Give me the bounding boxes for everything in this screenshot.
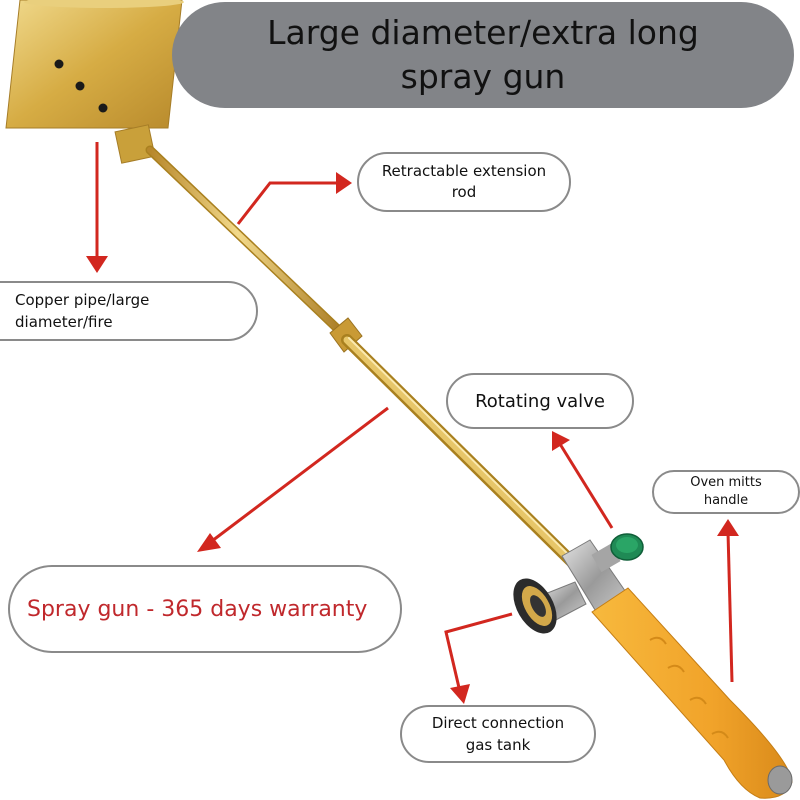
oven-mitts-handle [591,587,793,799]
arrow-icon [717,519,739,683]
callout-rotating-valve: Rotating valve [446,373,634,429]
arrow-icon [197,406,389,552]
gas-connector [513,578,587,634]
callout-copper-pipe: Copper pipe/large diameter/fire [0,281,258,341]
arrow-icon [444,612,513,704]
callout-text: handle [703,493,749,508]
arrow-icon [86,142,108,273]
burner-head [5,0,184,164]
callout-text: rod [451,183,477,201]
callout-oven-mitts-handle: Oven mitts handle [652,470,800,514]
callout-warranty: Spray gun - 365 days warranty [8,565,402,653]
callout-text: diameter/fire [15,313,113,331]
callout-gas-tank: Direct connection gas tank [400,705,596,763]
callout-text: Direct connection [431,714,565,732]
callout-text: gas tank [465,736,531,754]
callout-text: Oven mitts [690,475,762,490]
title-line-1: Large diameter/extra long [267,13,699,52]
arrow-icon [236,172,352,225]
arrow-icon [552,431,614,529]
callout-text: Copper pipe/large [15,291,150,309]
callout-extension-rod: Retractable extension rod [357,152,571,212]
title-line-2: spray gun [400,57,566,96]
extension-rod [145,145,578,568]
callout-text: Rotating valve [475,390,605,412]
callout-text: Retractable extension [381,162,547,180]
title-banner: Large diameter/extra long spray gun [172,2,794,108]
warranty-text: Spray gun - 365 days warranty [27,596,368,622]
